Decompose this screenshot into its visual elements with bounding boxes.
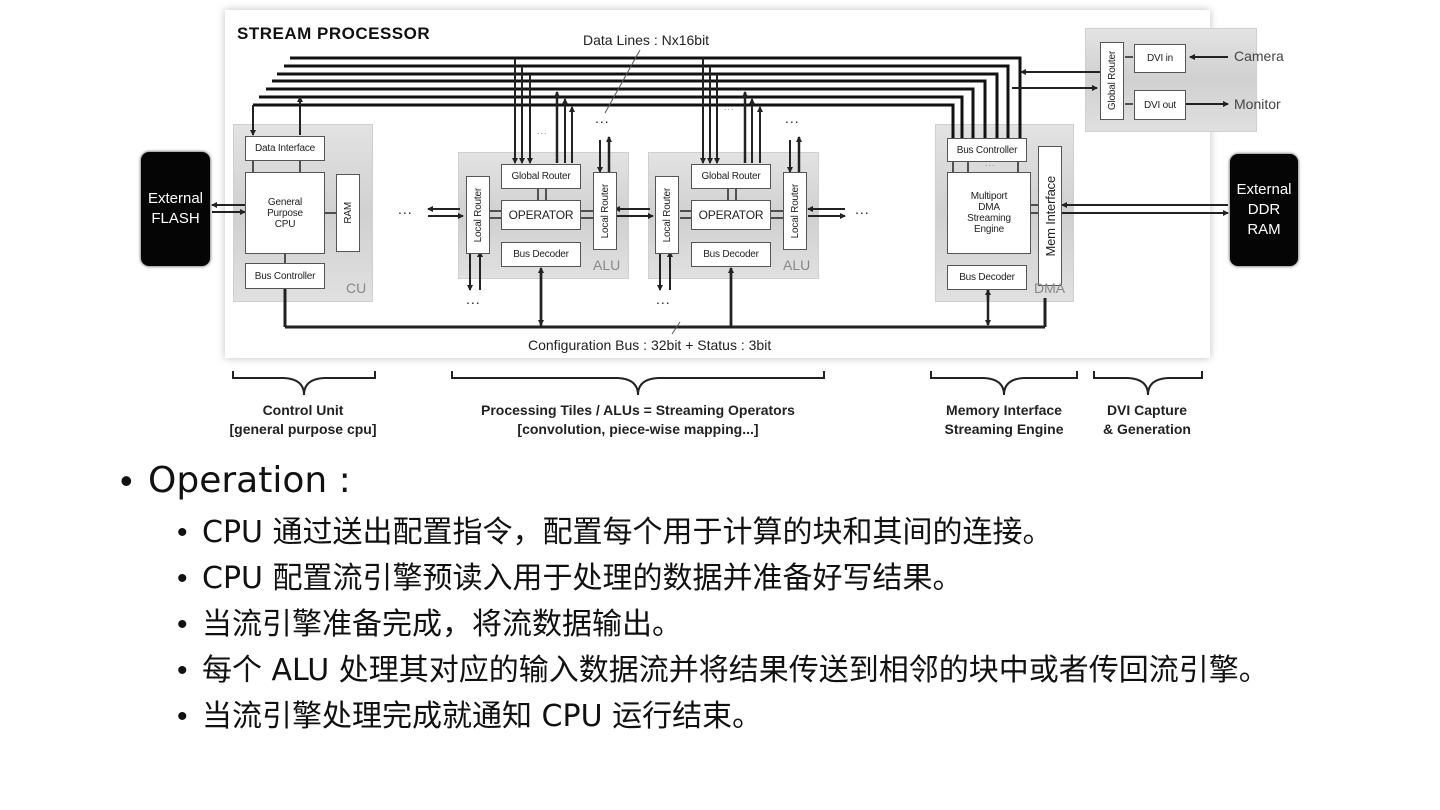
data-bus-line <box>290 56 1022 138</box>
dma-tag: DMA <box>1034 280 1066 296</box>
cu-bus-controller: Bus Controller <box>245 263 325 289</box>
caption-control-unit: Control Unit [general purpose cpu] <box>229 402 377 437</box>
dvi-global-router: Global Router <box>1100 42 1124 120</box>
alu2-tag: ALU <box>783 257 811 273</box>
heading-text: Operation : <box>148 460 351 501</box>
dvi-out: DVI out <box>1134 90 1186 120</box>
bullet-heading: • Operation : <box>120 455 1360 507</box>
dma-streaming-engine: Multiport DMA Streaming Engine <box>947 172 1031 254</box>
bullet-item: •CPU 配置流引擎预读入用于处理的数据并准备好写结果。 <box>177 559 1360 599</box>
ellipsis: ... <box>855 201 870 217</box>
mem-interface-label: Mem Interface <box>1042 175 1058 257</box>
alu2-local-router-right: Local Router <box>783 172 807 250</box>
cu-tag: CU <box>346 280 367 296</box>
data-lines-label: Data Lines : Nx16bit <box>583 32 710 48</box>
monitor-label: Monitor <box>1234 96 1281 112</box>
data-bus-line <box>253 103 955 138</box>
caption-processing-tiles: Processing Tiles / ALUs = Streaming Oper… <box>481 402 795 437</box>
bullet-item: •当流引擎准备完成，将流数据输出。 <box>177 605 1360 645</box>
cu-ram: RAM <box>336 174 360 252</box>
data-bus-line <box>266 87 975 138</box>
bullet-icon: • <box>120 460 133 501</box>
dma-bus-decoder: Bus Decoder <box>947 265 1027 290</box>
dma-bus-controller: Bus Controller <box>947 138 1027 162</box>
external-ddr-ram: External DDR RAM <box>1230 154 1298 266</box>
data-bus-line <box>259 95 964 138</box>
config-bus-label: Configuration Bus : 32bit + Status : 3bi… <box>528 337 772 353</box>
alu1-local-router-right: Local Router <box>593 172 617 250</box>
dma-mem-interface: Mem Interface <box>1038 146 1062 286</box>
caption-dvi: DVI Capture & Generation <box>1103 402 1191 437</box>
dvi-global-router-label: Global Router <box>1106 51 1118 111</box>
alu1-operator: OPERATOR <box>501 200 581 230</box>
bullet-item: •当流引擎处理完成就通知 CPU 运行结束。 <box>177 697 1360 737</box>
external-flash: External FLASH <box>141 152 210 266</box>
alu1-bus-decoder: Bus Decoder <box>501 242 581 267</box>
alu2-local-router-left: Local Router <box>655 176 679 254</box>
local-router-label: Local Router <box>661 187 673 243</box>
operation-bullets: • Operation : •CPU 通过送出配置指令，配置每个用于计算的块和其… <box>120 455 1360 743</box>
data-bus-line <box>277 72 999 138</box>
ellipsis: ... <box>537 126 548 136</box>
alu1-tag: ALU <box>593 257 621 273</box>
alu1-global-router: Global Router <box>501 164 581 189</box>
ellipsis: ... <box>724 102 735 112</box>
ellipsis: ... <box>466 291 481 307</box>
brace <box>930 371 1078 396</box>
brace <box>1093 371 1203 396</box>
local-router-label: Local Router <box>472 187 484 243</box>
bullet-icon: • <box>177 562 188 595</box>
alu2-global-router: Global Router <box>691 164 771 189</box>
ellipsis: ... <box>656 291 671 307</box>
brace <box>451 371 825 396</box>
diagram-title: STREAM PROCESSOR <box>237 24 431 43</box>
brace <box>232 371 376 396</box>
alu2-bus-decoder: Bus Decoder <box>691 242 771 267</box>
bullet-icon: • <box>177 654 188 687</box>
data-bus-line <box>284 64 1010 138</box>
caption-memory-interface: Memory Interface Streaming Engine <box>944 402 1064 437</box>
bullet-item: •每个 ALU 处理其对应的输入数据流并将结果传送到相邻的块中或者传回流引擎。 <box>177 651 1317 691</box>
ellipsis: ... <box>595 110 610 126</box>
cu-ram-label: RAM <box>342 202 354 224</box>
camera-label: Camera <box>1234 48 1284 64</box>
bullet-icon: • <box>177 608 188 641</box>
bullet-icon: • <box>177 516 188 549</box>
ellipsis: ... <box>398 201 413 217</box>
data-bus-line <box>272 79 987 138</box>
bullet-icon: • <box>177 700 188 733</box>
local-router-label: Local Router <box>789 183 801 239</box>
alu1-local-router-left: Local Router <box>466 176 490 254</box>
ellipsis: ... <box>985 158 996 168</box>
bullet-item: •CPU 通过送出配置指令，配置每个用于计算的块和其间的连接。 <box>177 513 1360 553</box>
dvi-in: DVI in <box>1134 44 1186 73</box>
local-router-label: Local Router <box>599 183 611 239</box>
alu2-operator: OPERATOR <box>691 200 771 230</box>
ellipsis: ... <box>785 110 800 126</box>
cu-data-interface: Data Interface <box>245 136 325 161</box>
cu-general-purpose-cpu: General Purpose CPU <box>245 172 325 254</box>
